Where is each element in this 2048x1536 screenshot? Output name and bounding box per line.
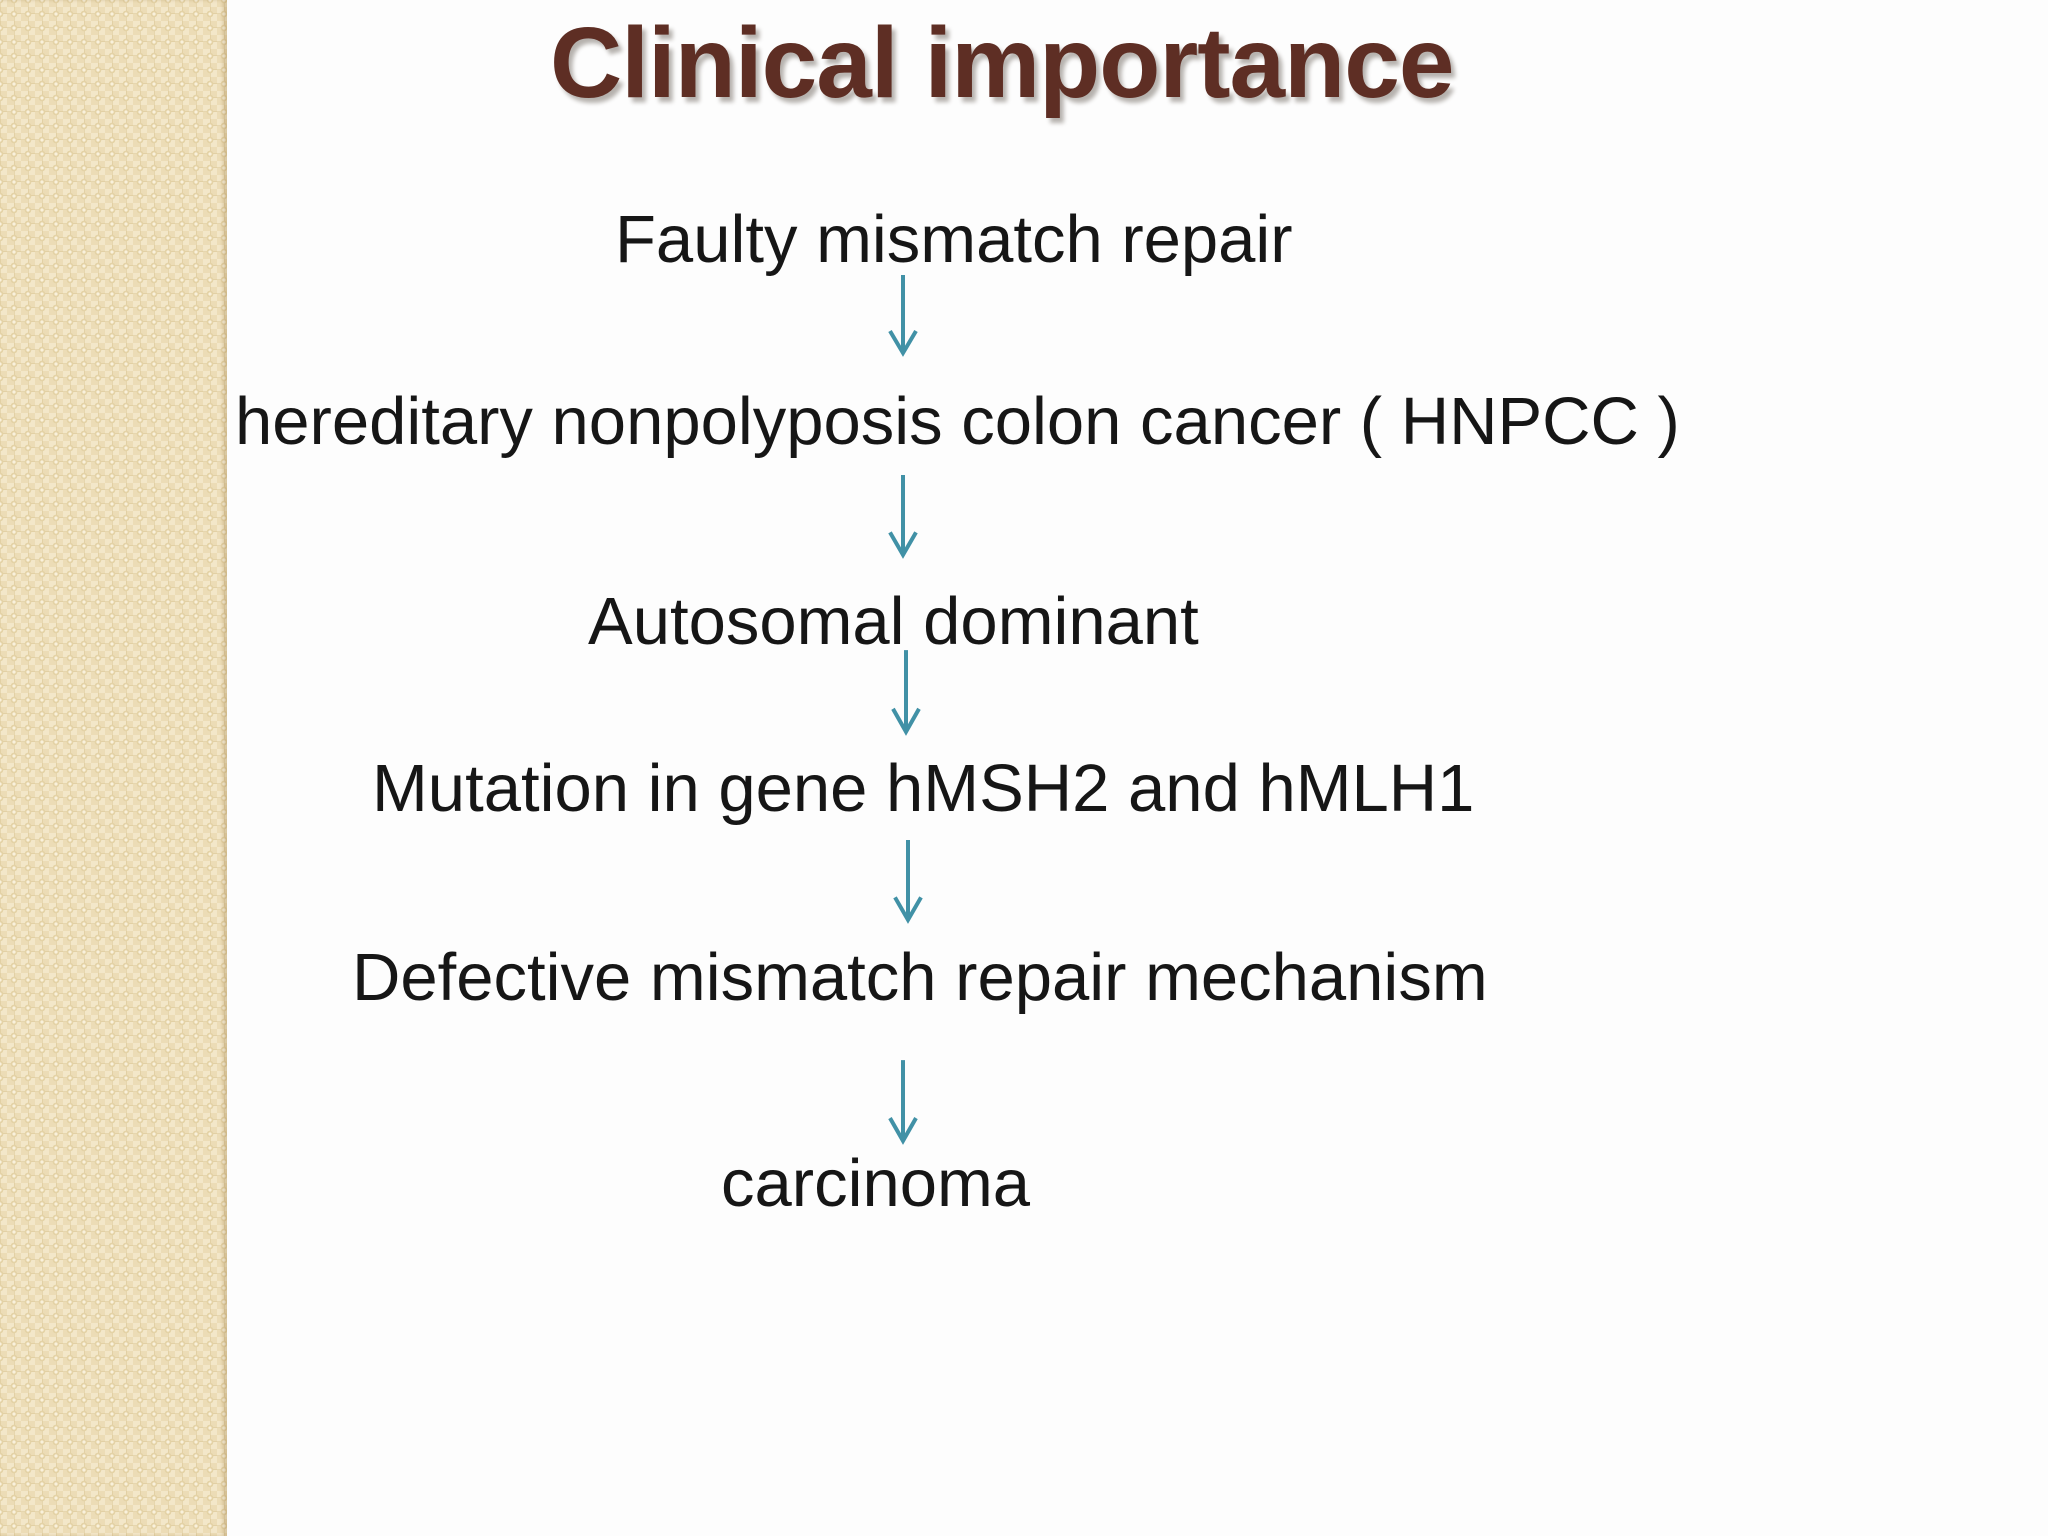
flow-step-gene-mutation: Mutation in gene hMSH2 and hMLH1 [372,751,1475,826]
flow-step-carcinoma: carcinoma [721,1146,1031,1221]
flow-step-faulty-mismatch-repair: Faulty mismatch repair [615,202,1293,277]
flow-step-hnpcc: hereditary nonpolyposis colon cancer ( H… [235,384,1680,459]
down-arrow-icon [892,838,924,924]
down-arrow-icon [887,1058,919,1145]
flow-step-defective-repair-mechanism: Defective mismatch repair mechanism [352,940,1488,1015]
flow-step-autosomal-dominant: Autosomal dominant [588,584,1199,659]
down-arrow-icon [890,648,922,736]
slide-title: Clinical importance [550,7,1454,119]
down-arrow-icon [887,273,919,357]
down-arrow-icon [887,473,919,559]
slide-texture-strip [0,0,227,1536]
